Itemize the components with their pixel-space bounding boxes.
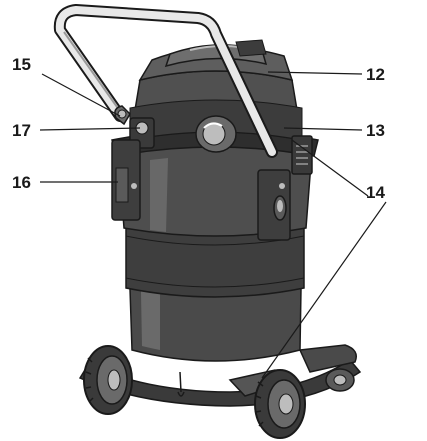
callout-12: 12 [366,65,385,84]
left-wheel [83,345,133,415]
leader-14b [261,201,387,379]
callout-16: 16 [12,173,31,192]
hose-inlet [195,115,237,153]
left-latch [129,117,155,149]
callout-17: 17 [12,121,31,140]
motor-cap-highlight [189,45,241,51]
rear-base-arm [298,344,357,373]
callout-14: 14 [366,183,385,202]
right-wheel [254,369,306,439]
power-switch-housing [235,39,267,57]
callout-labels: 12 13 14 15 16 17 [12,55,385,202]
handle-tube-shade [63,31,123,115]
left-handle-bracket [111,105,141,221]
leader-lines [39,71,387,379]
drain-cap-chain [177,371,185,397]
leader-15 [41,73,121,117]
right-latch [291,135,313,175]
tank-upper-highlight [150,158,168,232]
leader-14a [291,139,369,197]
callout-13: 13 [366,121,385,140]
right-handle-bracket [257,169,291,241]
leader-12 [267,71,363,75]
handle [53,4,278,158]
leader-17 [39,127,141,131]
rear-castor-hub [333,374,347,386]
callout-15: 15 [12,55,31,74]
tank-band-ridge-lower [125,277,305,288]
handle-tube-fill [55,6,276,156]
leader-13 [283,127,363,131]
